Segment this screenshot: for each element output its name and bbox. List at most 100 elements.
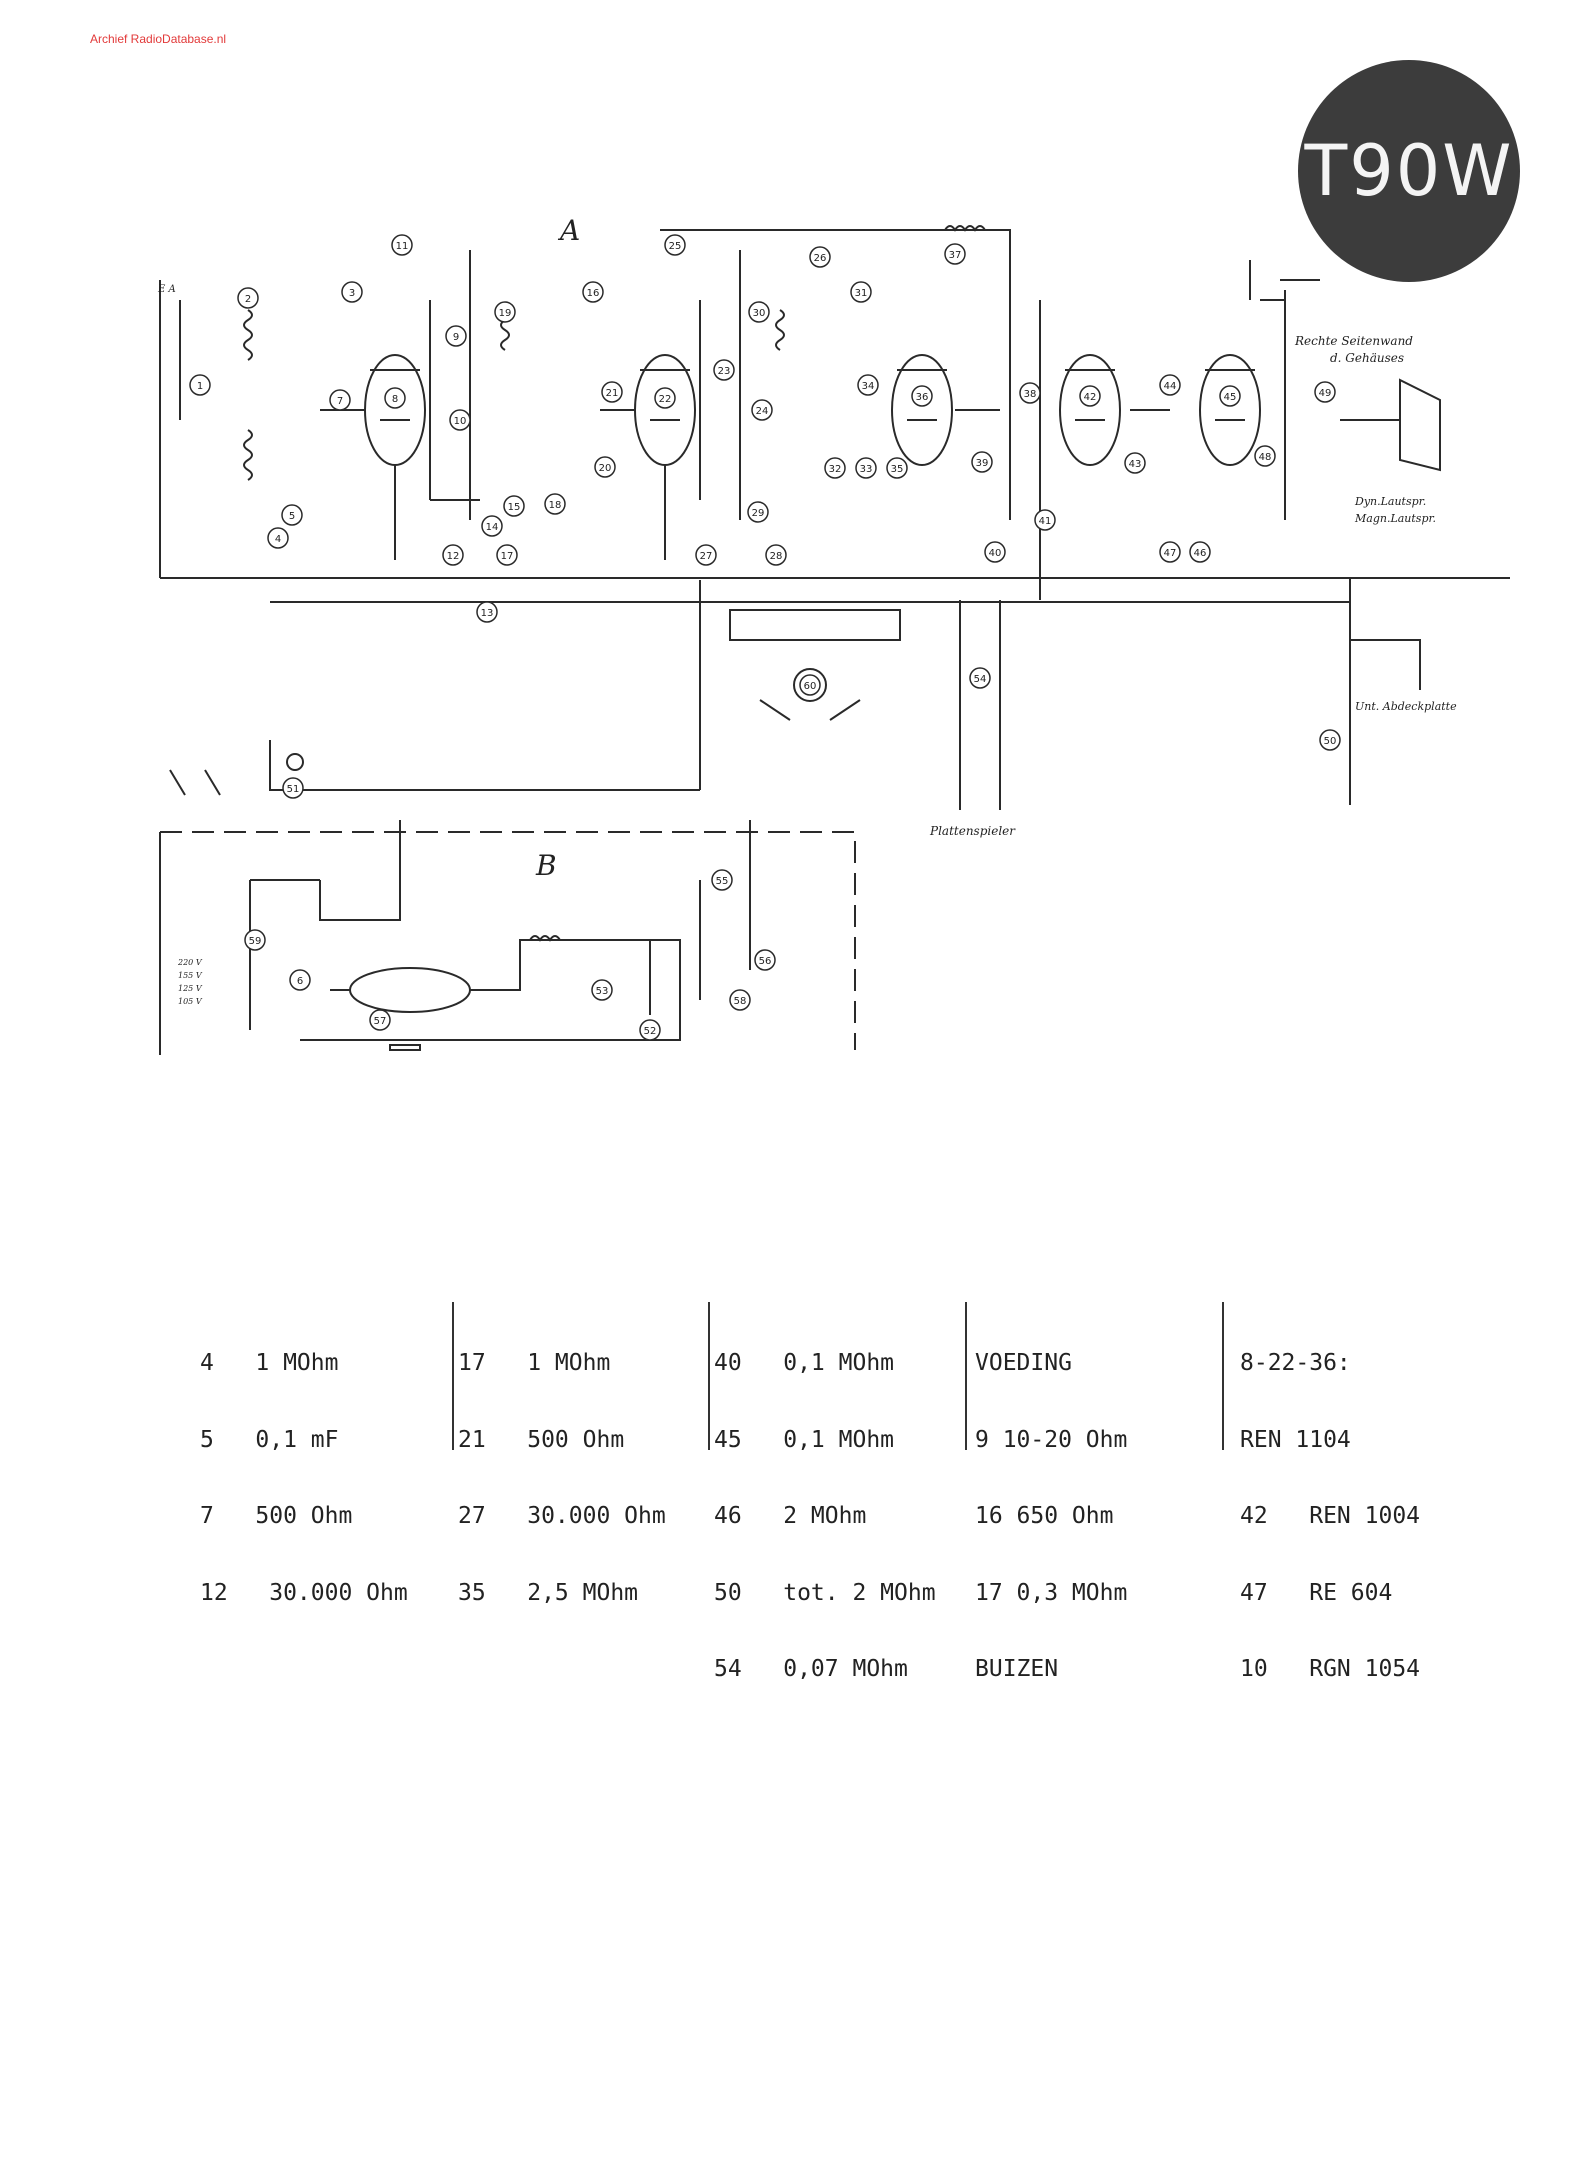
svg-text:26: 26 xyxy=(814,253,827,264)
component-marker-6: 6 xyxy=(289,969,311,991)
component-marker-30: 30 xyxy=(748,301,770,323)
component-marker-22: 22 xyxy=(654,387,676,409)
component-marker-10: 10 xyxy=(449,409,471,431)
parts-line: 35 2,5 MOhm xyxy=(458,1579,639,1606)
parts-line: 46 2 MOhm xyxy=(714,1503,867,1529)
svg-text:28: 28 xyxy=(770,551,783,562)
svg-text:12: 12 xyxy=(447,551,460,562)
parts-line: REN 1104 xyxy=(1240,1426,1351,1453)
parts-line: 50 tot. 2 MOhm xyxy=(714,1579,936,1606)
component-marker-58: 58 xyxy=(729,989,751,1011)
model-label: T90W xyxy=(1304,130,1514,212)
svg-text:33: 33 xyxy=(860,464,873,475)
svg-text:1: 1 xyxy=(197,381,203,392)
section-a-label: A xyxy=(557,214,580,247)
component-marker-11: 11 xyxy=(391,234,413,256)
parts-line: 8-22-36: xyxy=(1240,1350,1351,1376)
svg-text:54: 54 xyxy=(974,674,987,685)
svg-text:36: 36 xyxy=(916,392,929,403)
svg-text:31: 31 xyxy=(855,288,868,299)
svg-text:25: 25 xyxy=(669,241,682,252)
component-marker-42: 42 xyxy=(1079,385,1101,407)
svg-text:41: 41 xyxy=(1039,516,1052,527)
label-platten: Plattenspieler xyxy=(929,824,1016,838)
component-marker-33: 33 xyxy=(855,457,877,479)
circuit-schematic: A B Rechte Seitenwand d. Gehäuses Dyn.La… xyxy=(157,214,1510,1055)
parts-col-5: 8-22-36: REN 1104 42 REN 1004 47 RE 604 … xyxy=(1240,1300,1420,1734)
parts-divider xyxy=(1222,1302,1224,1450)
svg-text:49: 49 xyxy=(1319,388,1332,399)
svg-text:2: 2 xyxy=(245,294,251,305)
component-marker-50: 50 xyxy=(1319,729,1341,751)
svg-text:30: 30 xyxy=(753,308,766,319)
component-marker-18: 18 xyxy=(544,493,566,515)
parts-line: 17 1 MOhm xyxy=(458,1350,611,1376)
parts-line: 16 650 Ohm xyxy=(975,1503,1114,1529)
svg-text:3: 3 xyxy=(349,288,355,299)
svg-text:18: 18 xyxy=(549,500,562,511)
component-marker-3: 3 xyxy=(341,281,363,303)
svg-text:44: 44 xyxy=(1164,381,1177,392)
coil-2 xyxy=(243,309,253,361)
component-marker-38: 38 xyxy=(1019,382,1041,404)
parts-line: BUIZEN xyxy=(975,1656,1059,1682)
svg-text:5: 5 xyxy=(289,511,295,522)
component-marker-20: 20 xyxy=(594,456,616,478)
tube-36 xyxy=(891,354,953,466)
svg-text:38: 38 xyxy=(1024,389,1037,400)
parts-line: 27 30.000 Ohm xyxy=(458,1503,666,1529)
svg-text:50: 50 xyxy=(1324,736,1337,747)
component-marker-55: 55 xyxy=(711,869,733,891)
component-marker-24: 24 xyxy=(751,399,773,421)
svg-text:15: 15 xyxy=(508,502,521,513)
parts-line: 7 500 Ohm xyxy=(200,1503,353,1529)
parts-line: 12 30.000 Ohm xyxy=(200,1579,408,1606)
svg-text:42: 42 xyxy=(1084,392,1097,403)
svg-text:52: 52 xyxy=(644,1026,657,1037)
component-marker-46: 46 xyxy=(1189,541,1211,563)
svg-text:39: 39 xyxy=(976,458,989,469)
svg-text:13: 13 xyxy=(481,608,494,619)
component-marker-12: 12 xyxy=(442,544,464,566)
svg-text:46: 46 xyxy=(1194,548,1207,559)
svg-text:17: 17 xyxy=(501,551,514,562)
svg-text:40: 40 xyxy=(989,548,1002,559)
component-marker-8: 8 xyxy=(384,387,406,409)
svg-text:56: 56 xyxy=(759,956,772,967)
parts-line: 17 0,3 MOhm xyxy=(975,1579,1128,1606)
parts-line: 42 REN 1004 xyxy=(1240,1503,1421,1529)
svg-text:32: 32 xyxy=(829,464,842,475)
component-marker-45: 45 xyxy=(1219,385,1241,407)
component-marker-5: 5 xyxy=(281,504,303,526)
component-marker-1: 1 xyxy=(189,374,211,396)
component-marker-2: 2 xyxy=(237,287,259,309)
component-marker-4: 4 xyxy=(267,527,289,549)
parts-line: VOEDING xyxy=(975,1350,1072,1376)
component-marker-17: 17 xyxy=(496,544,518,566)
component-marker-15: 15 xyxy=(503,495,525,517)
parts-line: 4 1 MOhm xyxy=(200,1350,339,1376)
component-marker-39: 39 xyxy=(971,451,993,473)
component-marker-26: 26 xyxy=(809,246,831,268)
watermark-text: Archief RadioDatabase.nl xyxy=(90,32,227,46)
svg-text:43: 43 xyxy=(1129,459,1142,470)
parts-line: 40 0,1 MOhm xyxy=(714,1350,895,1376)
parts-divider xyxy=(708,1302,710,1450)
tube-42 xyxy=(1059,354,1121,466)
tube-45 xyxy=(1199,354,1261,466)
parts-col-4: VOEDING 9 10-20 Ohm 16 650 Ohm 17 0,3 MO… xyxy=(975,1300,1127,1734)
parts-line: 54 0,07 MOhm xyxy=(714,1656,908,1682)
parts-line: 47 RE 604 xyxy=(1240,1579,1393,1606)
svg-text:35: 35 xyxy=(891,464,904,475)
label-105: 105 V xyxy=(178,997,203,1006)
component-marker-34: 34 xyxy=(857,374,879,396)
svg-text:19: 19 xyxy=(499,308,512,319)
svg-text:22: 22 xyxy=(659,394,672,405)
svg-text:34: 34 xyxy=(862,381,875,392)
svg-text:55: 55 xyxy=(716,876,729,887)
component-marker-9: 9 xyxy=(445,325,467,347)
label-220: 220 V xyxy=(177,958,203,967)
parts-line: 10 RGN 1054 xyxy=(1240,1656,1421,1682)
component-marker-25: 25 xyxy=(664,234,686,256)
coil-30 xyxy=(775,309,785,351)
